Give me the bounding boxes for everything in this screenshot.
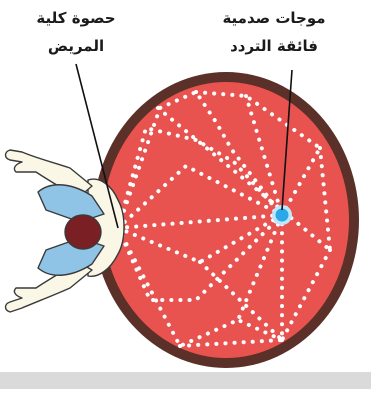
bottom-bar bbox=[0, 372, 371, 389]
shock-waves-label: موجات صدمية فائقة التردد bbox=[204, 4, 344, 60]
kidney-stone-label-line1: حصوة كلية bbox=[22, 4, 130, 32]
kidney-stone-label: حصوة كلية المريض bbox=[22, 4, 130, 60]
kidney-stone-label-line2: المريض bbox=[22, 32, 130, 60]
patient-head bbox=[65, 215, 101, 249]
shock-waves-label-line2: فائقة التردد bbox=[204, 32, 344, 60]
focus-point bbox=[276, 209, 289, 222]
shock-waves-label-line1: موجات صدمية bbox=[204, 4, 344, 32]
